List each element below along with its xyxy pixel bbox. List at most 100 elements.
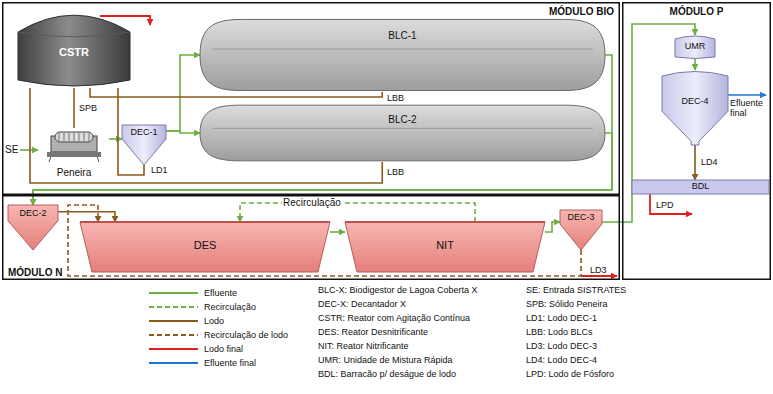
abbreviation-note: NIT: Reator Nitrificante — [318, 341, 409, 351]
module-region: MÓDULO BIO CSTR Peneira DEC-1 BLC-1BLC-2 — [2, 2, 620, 195]
abbreviation-note: LD4: Lodo DEC-4 — [526, 355, 597, 365]
final-sludge-arrow — [650, 194, 692, 214]
drum-slat — [84, 133, 85, 141]
abbreviation-note: BDL: Barracão p/ deságue de lodo — [318, 369, 456, 379]
edge-label: Recirculação — [282, 197, 342, 209]
flow-line — [694, 145, 696, 180]
mixer-body — [675, 36, 715, 59]
legend-sample — [148, 330, 200, 340]
decanter: DEC-2 — [8, 205, 58, 250]
flow-line — [330, 231, 345, 233]
module-title: MÓDULO N — [8, 267, 62, 279]
flow-line — [58, 212, 115, 222]
basin-rim — [80, 221, 330, 223]
abbreviation-note: UMR: Unidade de Mistura Rápida — [318, 355, 453, 365]
node-label: DEC-1 — [122, 127, 166, 137]
node-outline — [200, 104, 605, 162]
decanter-cone — [560, 210, 602, 250]
abbreviation-note: DES: Reator Desnitrificante — [318, 327, 428, 337]
legend-sample — [148, 288, 200, 298]
inlet-label: SE — [5, 144, 18, 156]
lagoon-seam — [212, 49, 593, 50]
module-title: MÓDULO P — [622, 6, 771, 18]
node-label: UMR — [675, 41, 715, 51]
final-sludge-arrow — [581, 275, 617, 277]
final-effluent-arrow — [728, 94, 766, 96]
module-title: MÓDULO BIO — [549, 6, 614, 18]
abbreviation-note: BLC-X: Biodigestor de Lagoa Coberta X — [318, 285, 478, 295]
edge-label: LD4 — [700, 157, 719, 167]
legend-sample — [148, 358, 200, 368]
lagoon-seam — [212, 128, 593, 129]
inlet-arrow — [20, 149, 38, 151]
legend-text: Lodo — [204, 315, 224, 327]
flow-line — [73, 88, 75, 128]
node-outline — [662, 70, 728, 145]
tank-body — [18, 15, 130, 86]
edge-label: LBB — [386, 93, 405, 103]
reactor-basin: NIT — [345, 222, 545, 272]
drum-slat — [59, 133, 60, 141]
edge-label: LBB — [386, 167, 405, 177]
node-outline — [200, 18, 605, 92]
node-label: BLC-1 — [200, 30, 605, 42]
decanter-body — [662, 72, 728, 146]
drum-slat — [79, 133, 80, 141]
legend-text: Efluente final — [204, 357, 256, 369]
node-label: BDL — [632, 181, 769, 191]
decanter: DEC-1 — [122, 125, 166, 165]
abbreviation-note: LPD: Lodo de Fósforo — [526, 369, 614, 379]
legend-line — [149, 362, 198, 364]
screen-drum — [55, 132, 93, 142]
legend-line — [149, 306, 198, 308]
abbreviation-note: LBB: Lodo BLCs — [526, 327, 593, 337]
stream-label: LD3 — [590, 265, 607, 275]
abbreviation-note: SPB: Sólido Peneira — [526, 299, 608, 309]
node-label: DEC-3 — [560, 212, 602, 222]
edge-label: LD1 — [150, 165, 169, 175]
drum-slat — [64, 133, 65, 141]
decanter: DEC-4 — [662, 70, 728, 145]
drum-slat — [69, 133, 70, 141]
legend-line — [149, 320, 198, 322]
legend-text: Lodo final — [204, 343, 243, 355]
flow-line — [166, 131, 200, 133]
outlet-label: Efluente final — [730, 98, 772, 119]
abbreviation-note: DEC-X: Decantador X — [318, 299, 406, 309]
covered-lagoon: BLC-1 — [200, 18, 605, 92]
basin-body — [80, 222, 330, 272]
flow-line — [109, 138, 122, 140]
node-label: NIT — [345, 239, 545, 252]
basin-body — [345, 222, 545, 272]
legend-text: Recirculação — [204, 301, 256, 313]
drying-shed: BDL — [632, 180, 769, 194]
lagoon-cover — [200, 105, 605, 161]
legend-line — [149, 292, 198, 294]
node-label: Peneira — [39, 167, 109, 179]
legend-text: Efluente — [204, 287, 237, 299]
legend-text: Recirculação de lodo — [204, 329, 288, 341]
node-label: CSTR — [18, 46, 130, 59]
decanter-cone — [122, 125, 166, 165]
tank-rim — [18, 32, 130, 37]
legend-sample — [148, 344, 200, 354]
drum-slat — [74, 133, 75, 141]
covered-lagoon: BLC-2 — [200, 104, 605, 162]
abbreviation-note: LD3: Lodo DEC-3 — [526, 341, 597, 351]
edge-label: SPB — [78, 103, 98, 113]
legend-sample — [148, 316, 200, 326]
node-label: DEC-2 — [8, 208, 58, 218]
shed-band — [632, 180, 769, 194]
decanter: DEC-3 — [560, 210, 602, 250]
recirculation-line — [68, 205, 581, 276]
reactor-tank: CSTR — [18, 8, 130, 88]
abbreviation-note: LD1: Lodo DEC-1 — [526, 313, 597, 323]
stream-label: LPD — [656, 200, 674, 210]
abbreviation-note: SE: Entrada SISTRATES — [526, 285, 626, 295]
node-label: DES — [80, 239, 330, 252]
legend-line — [149, 348, 198, 350]
node-label: BLC-2 — [200, 114, 605, 126]
drum-slat — [89, 133, 90, 141]
module-region: MÓDULO P UMR DEC-4BDL — [622, 2, 771, 280]
